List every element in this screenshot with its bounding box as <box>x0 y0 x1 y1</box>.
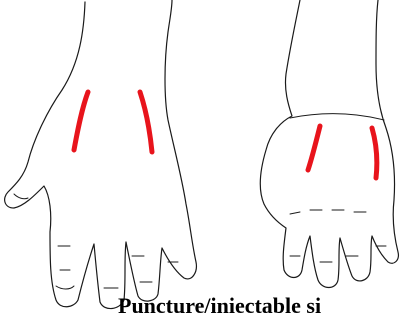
right-hand <box>260 0 398 288</box>
left-thumb-joint <box>14 194 28 199</box>
right-wrist-crease <box>290 114 384 120</box>
left-puncture-mark-1 <box>74 92 88 150</box>
left-puncture-mark-2 <box>140 92 152 152</box>
left-hand <box>5 0 197 309</box>
figure-caption: Puncture/iniectable si <box>118 292 415 322</box>
left-crease-3 <box>56 286 74 289</box>
right-puncture-mark-1 <box>308 126 320 170</box>
right-puncture-mark-2 <box>372 128 377 178</box>
right-finger-base-crease <box>290 210 366 214</box>
